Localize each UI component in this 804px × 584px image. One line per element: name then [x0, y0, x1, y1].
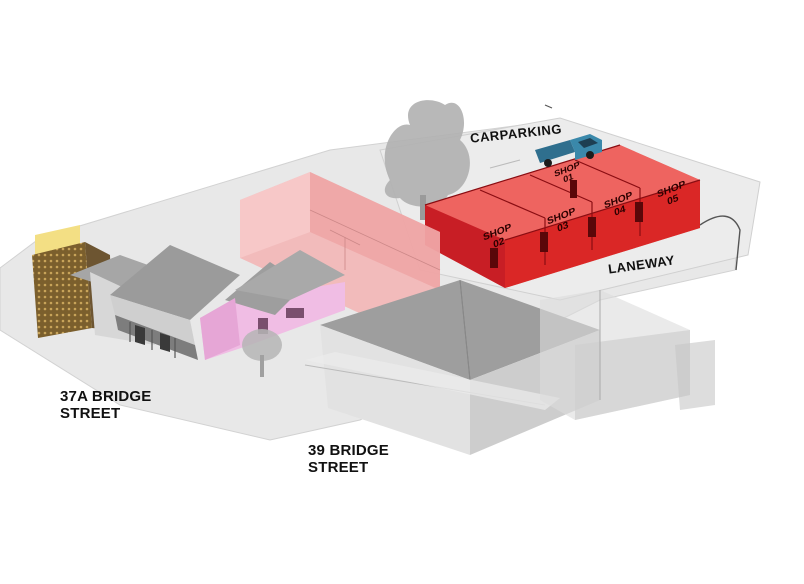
truck-icon: [535, 134, 602, 167]
bridge-39-line2: STREET: [308, 459, 369, 477]
bridge-39-line1: 39 BRIDGE: [308, 442, 389, 459]
cottage-row: [70, 245, 240, 360]
pink-translucent-building: [240, 172, 441, 318]
bridge-39-label: 39 BRIDGE STREET: [308, 442, 389, 477]
pink-house: [200, 250, 345, 360]
grey-main-building: [304, 279, 600, 455]
tree: [384, 100, 470, 220]
small-tree: [242, 329, 282, 377]
bridge-37a-line1: 37A BRIDGE: [60, 388, 152, 405]
translucent-annex: [540, 290, 715, 420]
bridge-37a-label: 37A BRIDGE STREET: [60, 388, 151, 423]
shops-block: [424, 144, 701, 288]
bridge-37a-line2: STREET: [60, 405, 121, 423]
